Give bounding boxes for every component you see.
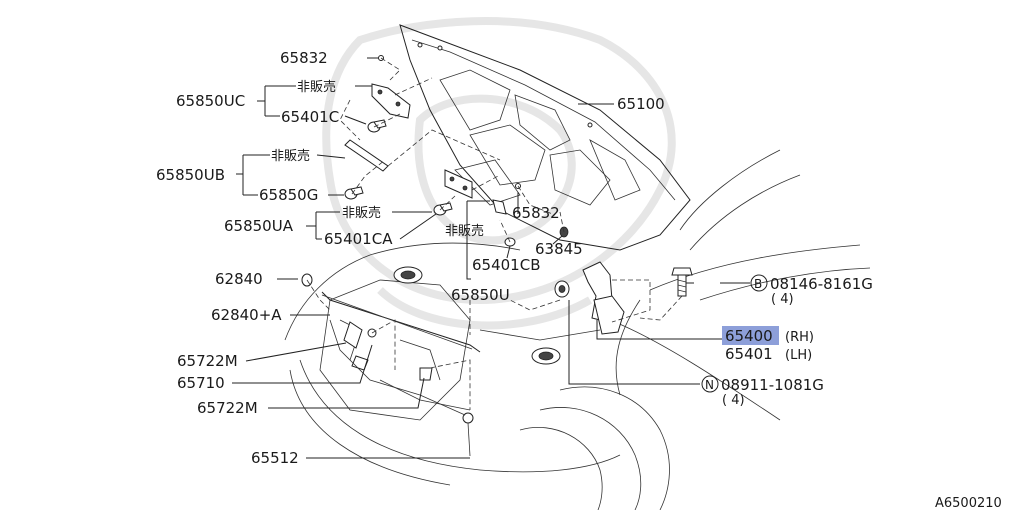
label-65722M-upper[interactable]: 65722M <box>177 352 238 370</box>
watermark-emblem <box>322 17 676 330</box>
label-nut-qty: ( 4) <box>722 393 745 408</box>
insulator-strip <box>344 139 389 172</box>
label-62840-A[interactable]: 62840+A <box>211 306 282 324</box>
label-65401-side: (LH) <box>785 348 812 363</box>
bolt-symbol-letter: B <box>754 277 762 291</box>
diagram-code: A6500210 <box>935 496 1002 510</box>
label-65832-lower[interactable]: 65832 <box>512 204 560 222</box>
label-65401[interactable]: 65401 <box>725 345 773 363</box>
label-65401C[interactable]: 65401C <box>281 108 339 126</box>
part-labels: 65832 65850UC 非販売 65401C 65100 非販売 65850… <box>156 49 1002 511</box>
label-65400[interactable]: 65400 <box>725 327 773 345</box>
car-body-outline <box>284 149 871 511</box>
label-65401CB[interactable]: 65401CB <box>472 256 540 274</box>
hood-support-rod <box>321 291 481 353</box>
label-65850UC[interactable]: 65850UC <box>176 92 245 110</box>
nut-symbol-letter: N <box>705 378 714 392</box>
label-63845[interactable]: 63845 <box>535 240 583 258</box>
selected-part-highlight <box>722 326 779 345</box>
dashed-guides <box>306 57 683 410</box>
label-not-sold-3: 非販売 <box>342 205 381 221</box>
label-nut-08911-1081G[interactable]: 08911-1081G <box>721 376 824 394</box>
label-65850UA[interactable]: 65850UA <box>224 217 294 235</box>
label-65850G[interactable]: 65850G <box>259 186 318 204</box>
label-bolt-08146-8161G[interactable]: 08146-8161G <box>770 275 873 293</box>
label-62840[interactable]: 62840 <box>215 270 263 288</box>
label-65400-side: (RH) <box>785 330 814 345</box>
label-65710[interactable]: 65710 <box>177 374 225 392</box>
hood-panel <box>399 24 691 251</box>
label-not-sold-1: 非販売 <box>297 79 336 95</box>
leader-lines <box>232 57 750 459</box>
label-65401CA[interactable]: 65401CA <box>324 230 393 248</box>
label-65850UB[interactable]: 65850UB <box>156 166 225 184</box>
label-65100[interactable]: 65100 <box>617 95 665 113</box>
label-65722M-lower[interactable]: 65722M <box>197 399 258 417</box>
label-not-sold-4: 非販売 <box>445 223 484 239</box>
bolt-symbol-circle <box>750 274 768 292</box>
label-bolt-qty: ( 4) <box>771 292 794 307</box>
label-65850U[interactable]: 65850U <box>451 286 510 304</box>
label-not-sold-2: 非販売 <box>271 148 310 164</box>
nut-symbol-circle <box>701 375 719 393</box>
label-65832-upper[interactable]: 65832 <box>280 49 328 67</box>
label-65512[interactable]: 65512 <box>251 449 299 467</box>
